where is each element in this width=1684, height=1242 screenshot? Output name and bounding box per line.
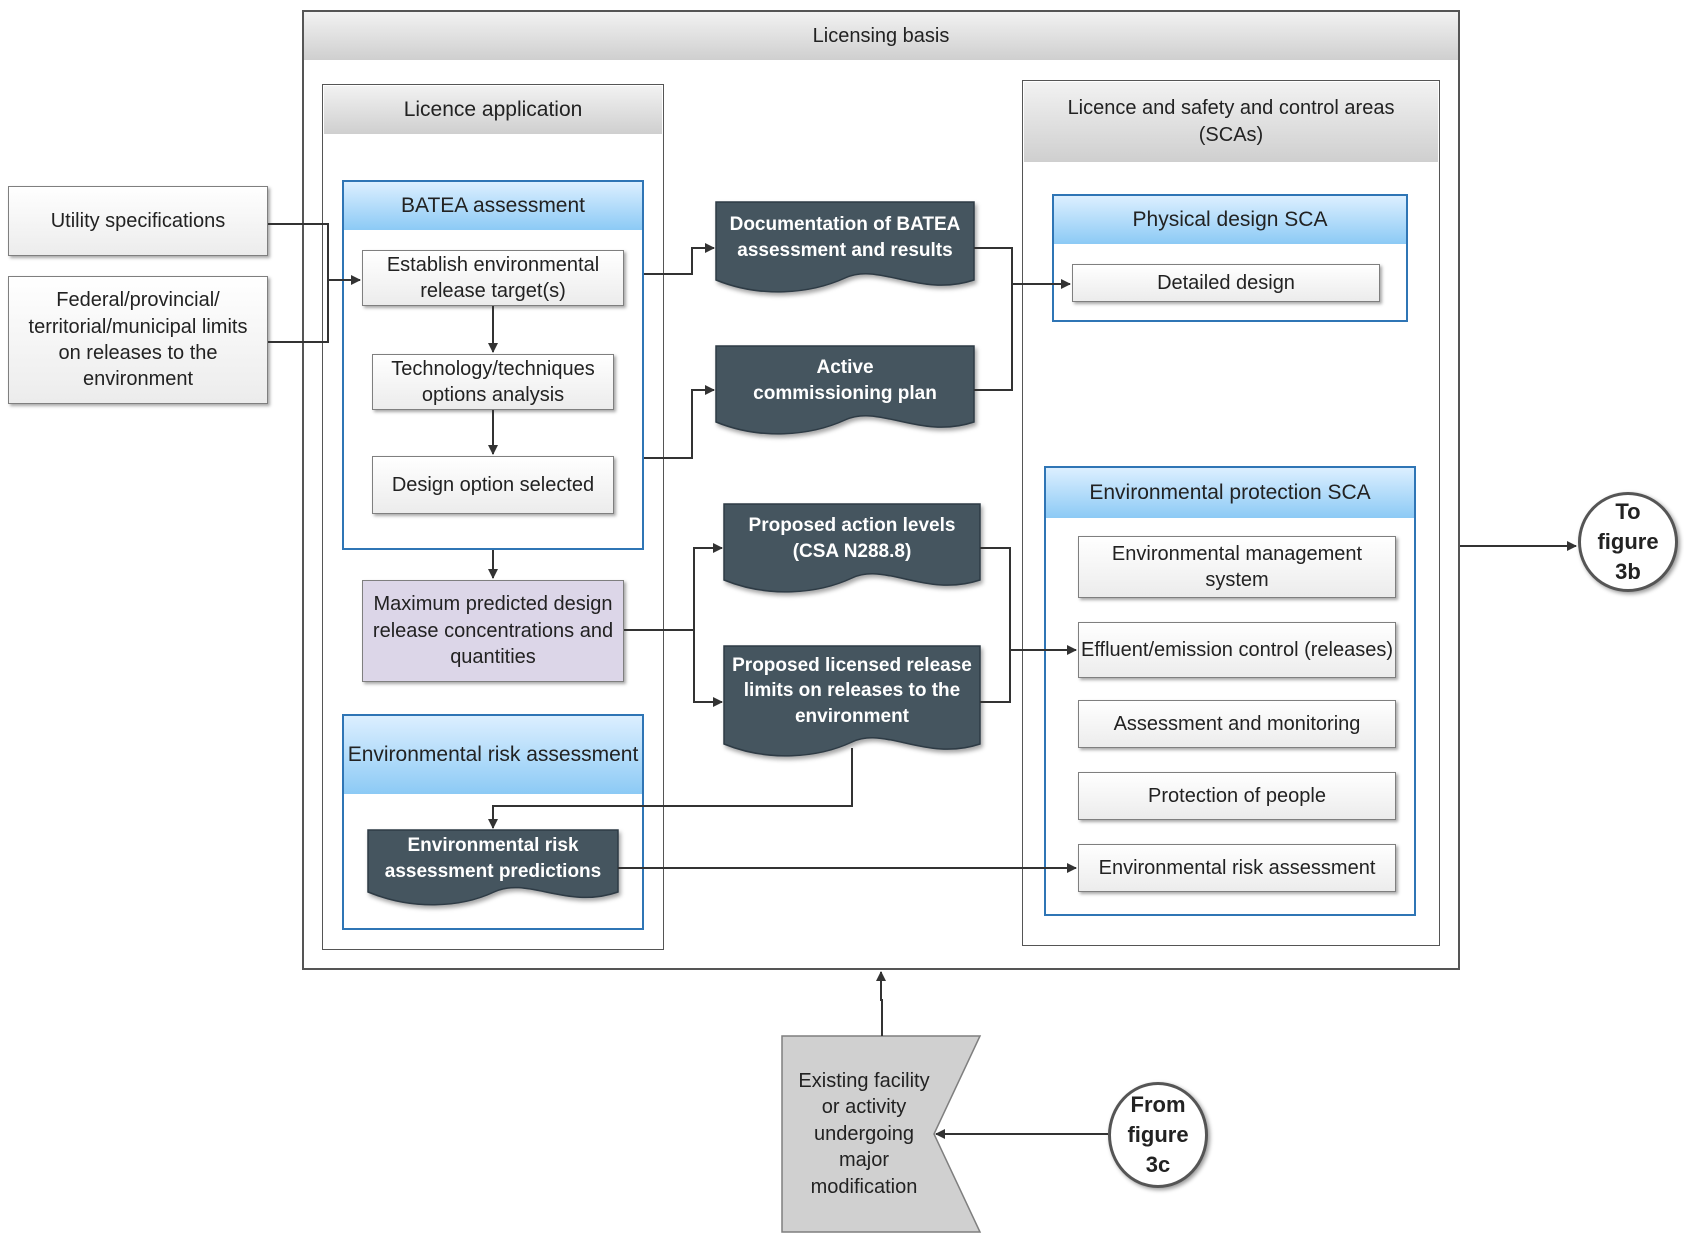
licensing-basis-header: Licensing basis bbox=[304, 12, 1458, 60]
licence-application-header: Licence application bbox=[324, 86, 662, 134]
physical-design-sca-header: Physical design SCA bbox=[1054, 196, 1406, 244]
establish-release-target-box: Establish environmental release target(s… bbox=[362, 250, 624, 306]
detailed-design-box: Detailed design bbox=[1072, 264, 1380, 302]
commissioning-connector bbox=[974, 284, 1013, 391]
maximum-predicted-release-box: Maximum predicted design release concent… bbox=[362, 580, 624, 682]
action-levels-connector bbox=[980, 547, 1011, 650]
batea-to-documentation-arrow bbox=[644, 243, 715, 275]
max-to-action-levels-arrow bbox=[693, 543, 723, 630]
existing-facility-text: Existing facility or activity undergoing… bbox=[798, 1069, 930, 1198]
effluent-emission-control-box: Effluent/emission control (releases) bbox=[1078, 622, 1396, 678]
assessment-and-monitoring-box: Assessment and monitoring bbox=[1078, 700, 1396, 748]
environmental-risk-assessment-sca-box: Environmental risk assessment bbox=[1078, 844, 1396, 892]
utility-connector bbox=[268, 223, 329, 280]
era-predictions-doc-shape bbox=[367, 829, 619, 906]
release-limits-connector bbox=[980, 650, 1011, 703]
technology-options-analysis-box: Technology/techniques options analysis bbox=[372, 354, 614, 410]
batea-assessment-header: BATEA assessment bbox=[344, 182, 642, 230]
limits-to-era-predictions-arrow bbox=[488, 748, 853, 829]
environmental-risk-assessment-header: Environmental risk assessment bbox=[344, 716, 642, 794]
max-to-release-limits-arrow bbox=[693, 630, 723, 707]
existing-facility-shape bbox=[781, 1035, 982, 1233]
proposed-action-levels-text: Proposed action levels (CSA N288.8) bbox=[748, 515, 956, 562]
limits-connector bbox=[268, 280, 329, 343]
existing-to-licensing-arrow bbox=[876, 971, 886, 1036]
env-management-system-box: Environmental management system bbox=[1078, 536, 1396, 598]
utility-specifications-box: Utility specifications bbox=[8, 186, 268, 256]
design-option-selected-box: Design option selected bbox=[372, 456, 614, 514]
protection-of-people-box: Protection of people bbox=[1078, 772, 1396, 820]
proposed-release-limits-text: Proposed licensed release limits on rele… bbox=[732, 654, 972, 727]
from-figure-3c-connector: From figure 3c bbox=[1108, 1082, 1208, 1188]
era-predictions-text: Environmental risk assessment prediction… bbox=[384, 835, 602, 882]
environmental-protection-sca-header: Environmental protection SCA bbox=[1046, 468, 1414, 518]
to-figure-3b-connector: To figure 3b bbox=[1578, 492, 1678, 592]
proposed-action-levels-doc-shape bbox=[723, 503, 981, 593]
federal-provincial-limits-box: Federal/provincial/ territorial/municipa… bbox=[8, 276, 268, 404]
batea-documentation-text: Documentation of BATEA assessment and re… bbox=[729, 214, 961, 261]
active-commissioning-doc-shape bbox=[715, 345, 975, 435]
proposed-release-limits-doc-shape bbox=[723, 645, 981, 757]
active-commissioning-text: Active commissioning plan bbox=[753, 357, 937, 404]
documentation-connector bbox=[974, 247, 1013, 284]
batea-documentation-doc-shape bbox=[715, 201, 975, 293]
batea-to-commissioning-arrow bbox=[644, 385, 715, 459]
licence-scas-header: Licence and safety and control areas (SC… bbox=[1024, 82, 1438, 162]
